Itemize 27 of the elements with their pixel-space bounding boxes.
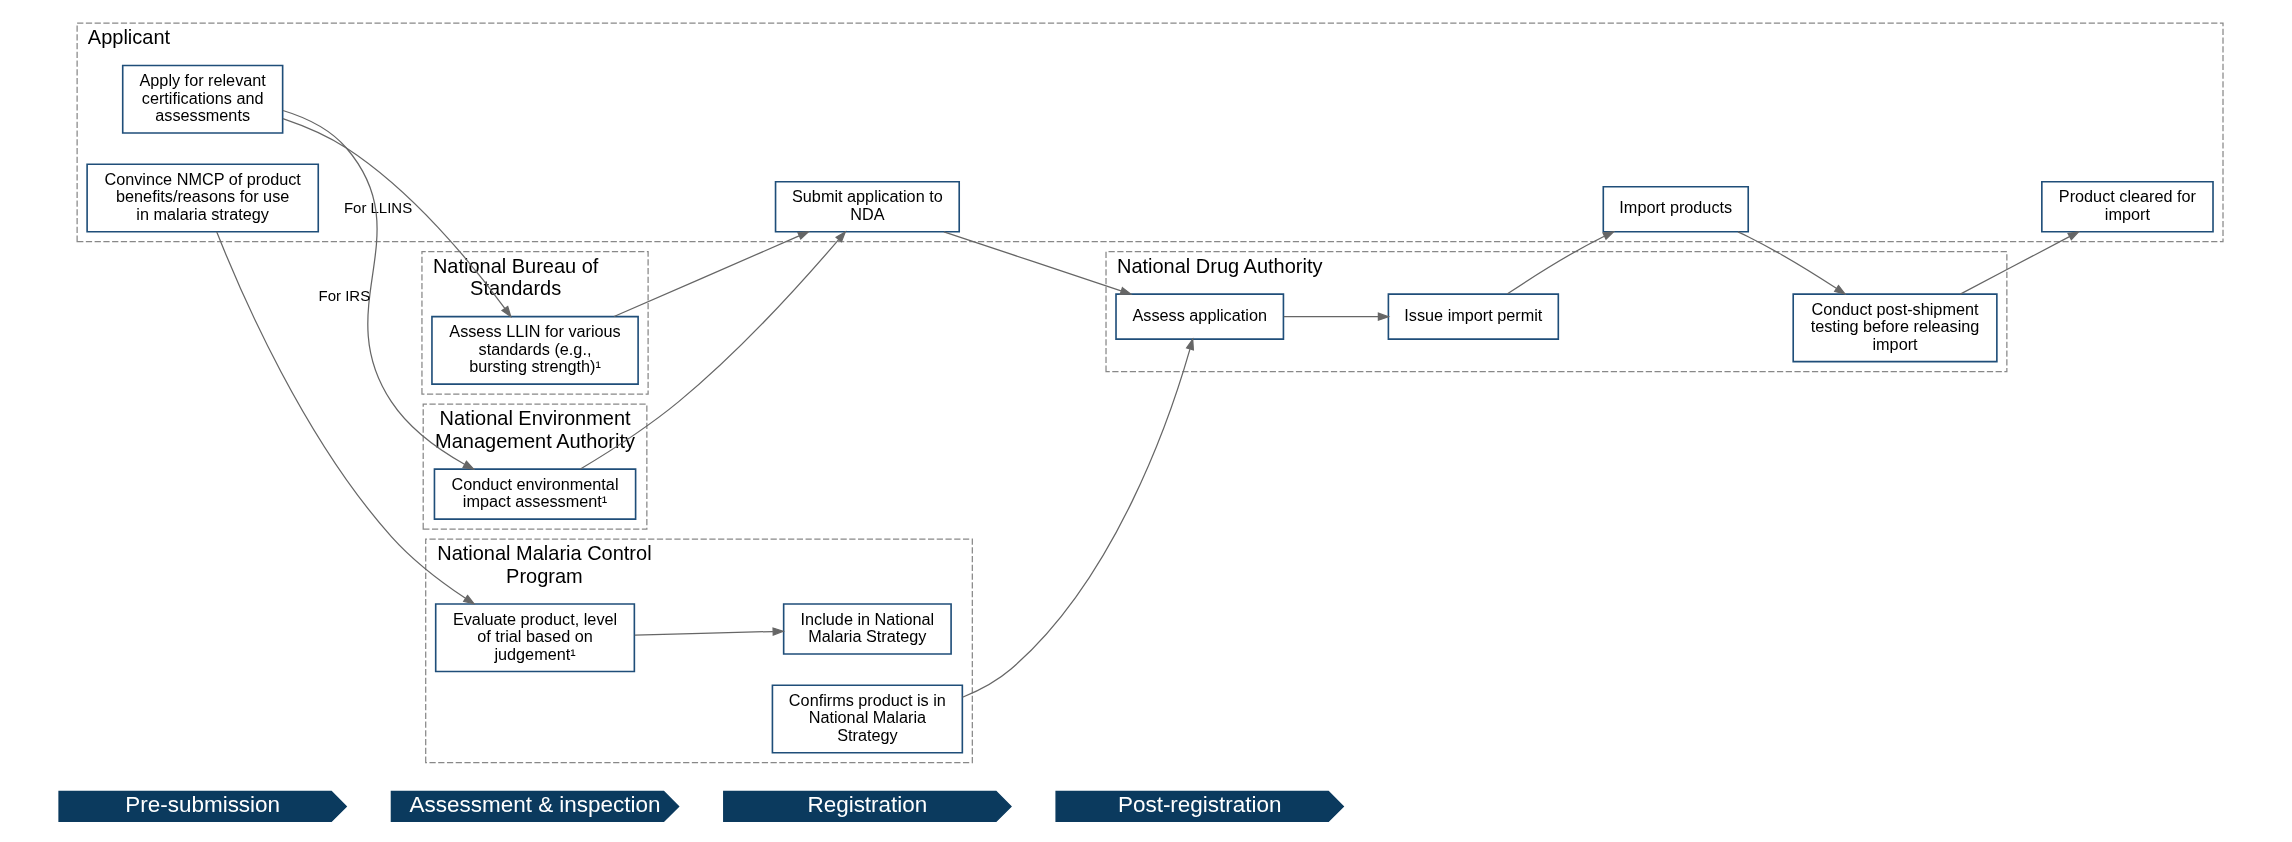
node-box: Conduct post-shipment testing before releasing import (1792, 293, 1998, 363)
node-box: Assess application (1115, 293, 1285, 340)
node-box: Include in National Malaria Strategy (782, 603, 952, 655)
node-box: Apply for relevant certifications and assessments (121, 64, 284, 134)
arrow (1959, 230, 2081, 295)
node-box: Import products (1602, 185, 1750, 233)
arrow (1506, 231, 1616, 295)
node-box: Confirms product is in National Malaria Strategy (771, 684, 964, 754)
arrow (579, 230, 847, 470)
edge-label: For IRS (318, 286, 371, 304)
arrow (282, 109, 476, 470)
node-box: Evaluate product, level of trial based on judgement¹ (434, 603, 636, 673)
node-box: Product cleared for import (2041, 180, 2214, 233)
arrow (282, 117, 512, 319)
arrow (613, 231, 811, 318)
node-box: Assess LLIN for various standards (e.g., bursting strength)¹ (431, 315, 639, 385)
arrow (961, 337, 1195, 698)
node-box: Conduct environmental impact assessment¹ (433, 468, 637, 520)
arrow (1737, 231, 1847, 296)
edge-label: For LLINS (343, 199, 413, 217)
arrow (943, 231, 1133, 295)
node-box: Issue import permit (1387, 293, 1560, 340)
node-box: Submit application to NDA (774, 180, 960, 233)
node-box: Convince NMCP of product benefits/reasons for use in malaria strategy (86, 163, 320, 233)
arrow (634, 627, 786, 636)
arrow (1283, 312, 1391, 322)
arrow (216, 231, 476, 605)
